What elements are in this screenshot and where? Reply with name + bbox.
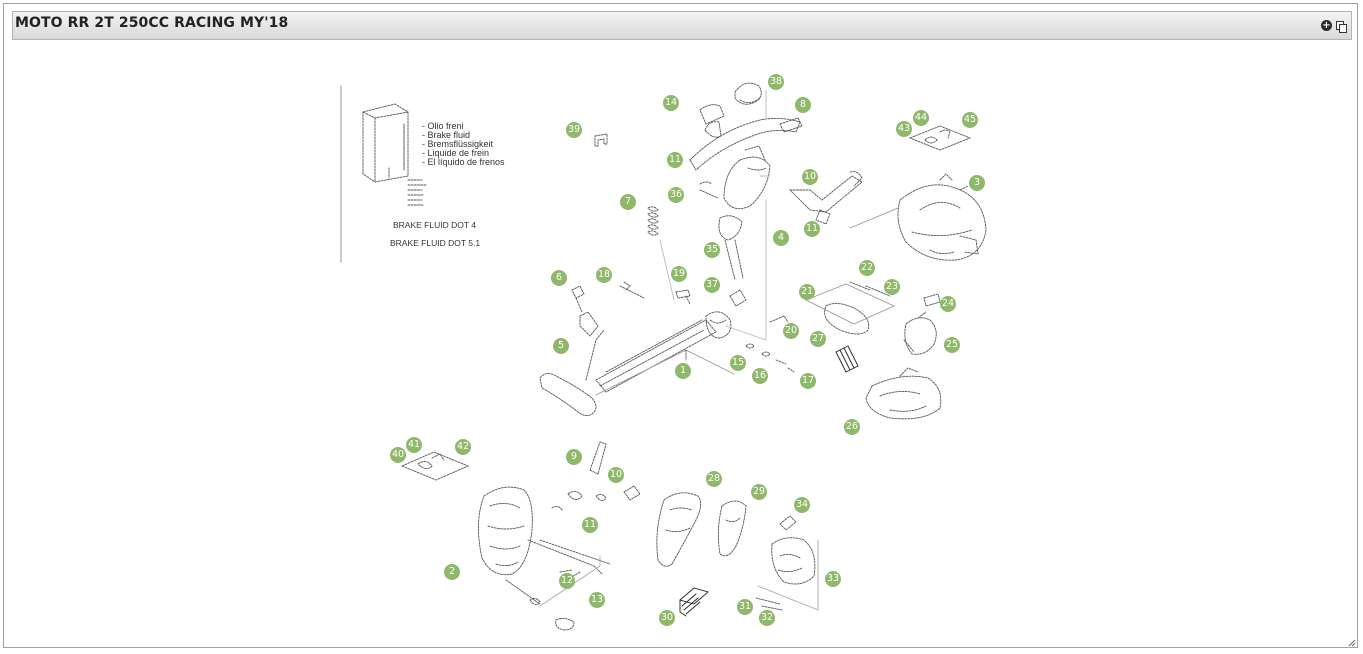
- callout-32[interactable]: 32: [759, 610, 775, 626]
- resize-grip-icon[interactable]: [1348, 639, 1356, 647]
- callout-29[interactable]: 29: [751, 484, 767, 500]
- copy-window-icon[interactable]: [1336, 20, 1347, 33]
- callout-13[interactable]: 13: [589, 592, 605, 608]
- plus-circle-icon[interactable]: +: [1321, 20, 1332, 31]
- callout-33[interactable]: 33: [825, 571, 841, 587]
- callout-4[interactable]: 4: [773, 230, 789, 246]
- callout-5[interactable]: 5: [553, 338, 569, 354]
- callout-45[interactable]: 45: [962, 112, 978, 128]
- callout-30[interactable]: 30: [659, 610, 675, 626]
- callout-35[interactable]: 35: [704, 242, 720, 258]
- callout-11c[interactable]: 11: [582, 517, 598, 533]
- callout-15[interactable]: 15: [730, 355, 746, 371]
- callout-20[interactable]: 20: [783, 323, 799, 339]
- callout-44[interactable]: 44: [913, 110, 929, 126]
- callout-16[interactable]: 16: [752, 368, 768, 384]
- callout-21[interactable]: 21: [799, 284, 815, 300]
- callout-27[interactable]: 27: [810, 331, 826, 347]
- callout-17[interactable]: 17: [800, 373, 816, 389]
- callout-19[interactable]: 19: [671, 266, 687, 282]
- callout-38[interactable]: 38: [768, 74, 784, 90]
- callout-12[interactable]: 12: [559, 573, 575, 589]
- callout-28[interactable]: 28: [706, 471, 722, 487]
- callout-1[interactable]: 1: [675, 363, 691, 379]
- callout-7[interactable]: 7: [620, 194, 636, 210]
- callout-25[interactable]: 25: [944, 337, 960, 353]
- callout-6[interactable]: 6: [551, 270, 567, 286]
- callout-10b[interactable]: 10: [608, 467, 624, 483]
- legend-line-es: - El líquido de frenos: [422, 157, 505, 167]
- legend-line-en: - Brake fluid: [422, 130, 471, 140]
- callout-8[interactable]: 8: [795, 97, 811, 113]
- callout-11b[interactable]: 11: [804, 221, 820, 237]
- callout-11[interactable]: 11: [667, 152, 683, 168]
- callout-22[interactable]: 22: [859, 260, 875, 276]
- callout-3[interactable]: 3: [969, 175, 985, 191]
- callout-39[interactable]: 39: [566, 122, 582, 138]
- callout-10[interactable]: 10: [802, 169, 818, 185]
- callout-24[interactable]: 24: [940, 296, 956, 312]
- legend-line-de: - Bremsflüssigkeit: [422, 139, 494, 149]
- panel-header: MOTO RR 2T 250CC RACING MY'18 +: [12, 11, 1352, 40]
- callout-23[interactable]: 23: [884, 279, 900, 295]
- callout-40[interactable]: 40: [390, 447, 406, 463]
- page-title: MOTO RR 2T 250CC RACING MY'18: [15, 15, 289, 31]
- callout-31[interactable]: 31: [737, 599, 753, 615]
- callout-26[interactable]: 26: [844, 419, 860, 435]
- fluid-dot51-label: BRAKE FLUID DOT 5.1: [390, 238, 481, 248]
- callout-43[interactable]: 43: [896, 121, 912, 137]
- legend-line-it: - Olio freni: [422, 121, 464, 131]
- callout-18[interactable]: 18: [596, 267, 612, 283]
- panel-toolbar: +: [1321, 20, 1347, 33]
- callout-34[interactable]: 34: [794, 497, 810, 513]
- callout-42[interactable]: 42: [455, 439, 471, 455]
- callout-9[interactable]: 9: [566, 449, 582, 465]
- legend-line-fr: - Liquide de frein: [422, 148, 490, 158]
- callout-2[interactable]: 2: [444, 564, 460, 580]
- parts-panel: [3, 3, 1358, 648]
- callout-36[interactable]: 36: [668, 187, 684, 203]
- callout-37[interactable]: 37: [704, 277, 720, 293]
- fluid-dot4-label: BRAKE FLUID DOT 4: [393, 220, 476, 230]
- callout-14[interactable]: 14: [663, 95, 679, 111]
- callout-41[interactable]: 41: [406, 437, 422, 453]
